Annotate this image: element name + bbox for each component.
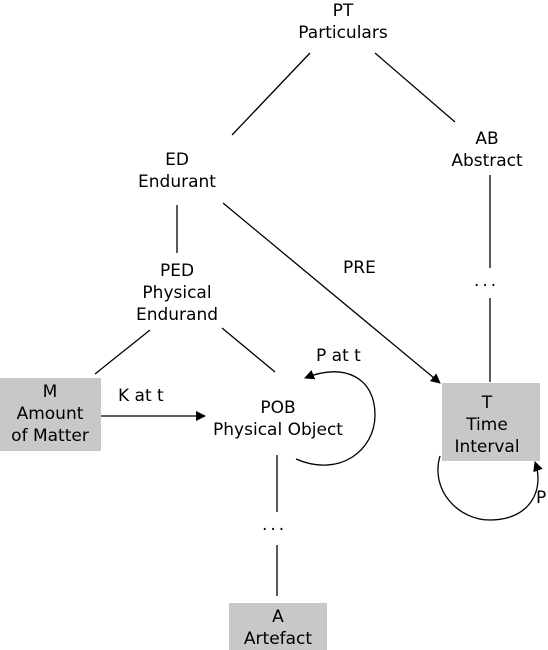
node-ped-name2: Endurand — [135, 305, 219, 325]
node-ed-abbr: ED — [165, 150, 189, 170]
node-m: M Amount of Matter — [11, 381, 89, 447]
node-pob-abbr: POB — [260, 398, 296, 418]
node-m-name1: Amount — [16, 404, 84, 424]
node-m-box — [0, 378, 101, 451]
node-a-name: Artefact — [243, 629, 313, 649]
node-m-name2: of Matter — [11, 426, 89, 446]
node-ped: PED Physical Endurand — [136, 260, 218, 326]
edge-t-self-loop — [437, 455, 543, 521]
node-t-box — [442, 383, 540, 461]
node-a: A Artefact — [244, 606, 312, 650]
node-a-abbr: A — [272, 607, 284, 627]
edge-label-k-at-t: K at t — [118, 386, 164, 406]
edge-pt-ed — [231, 52, 311, 136]
node-pt-abbr: PT — [332, 1, 354, 21]
edge-ped-pob — [221, 327, 276, 373]
edge-pob-self-loop — [295, 370, 376, 466]
node-t-abbr: T — [481, 393, 493, 413]
node-ab-name: Abstract — [451, 151, 523, 171]
node-t-name1: Time — [466, 415, 508, 435]
edge-label-pre: PRE — [343, 258, 376, 278]
node-pob-name: Physical Object — [213, 420, 343, 440]
node-t: T Time Interval — [454, 392, 519, 458]
node-ped-abbr: PED — [159, 261, 195, 281]
node-ped-name1: Physical — [142, 283, 212, 303]
edge-pt-ab — [374, 52, 456, 123]
node-m-abbr: M — [42, 382, 58, 402]
edge-ped-m — [94, 329, 151, 375]
node-pt-name: Particulars — [298, 23, 388, 43]
edge-ed-t-pre — [222, 202, 441, 384]
node-pob: POB Physical Object — [213, 397, 343, 441]
node-ed: ED Endurant — [138, 149, 216, 193]
edge-label-p: P — [536, 488, 547, 508]
node-ab: AB Abstract — [451, 128, 522, 172]
ellipsis-bottom: ... — [262, 515, 288, 535]
node-t-name2: Interval — [454, 437, 520, 457]
node-pt: PT Particulars — [298, 0, 387, 44]
node-ab-abbr: AB — [475, 129, 499, 149]
edge-label-p-at-t: P at t — [316, 346, 361, 366]
ellipsis-right: ... — [474, 271, 500, 291]
node-a-box — [229, 603, 327, 650]
node-ed-name: Endurant — [138, 172, 216, 192]
